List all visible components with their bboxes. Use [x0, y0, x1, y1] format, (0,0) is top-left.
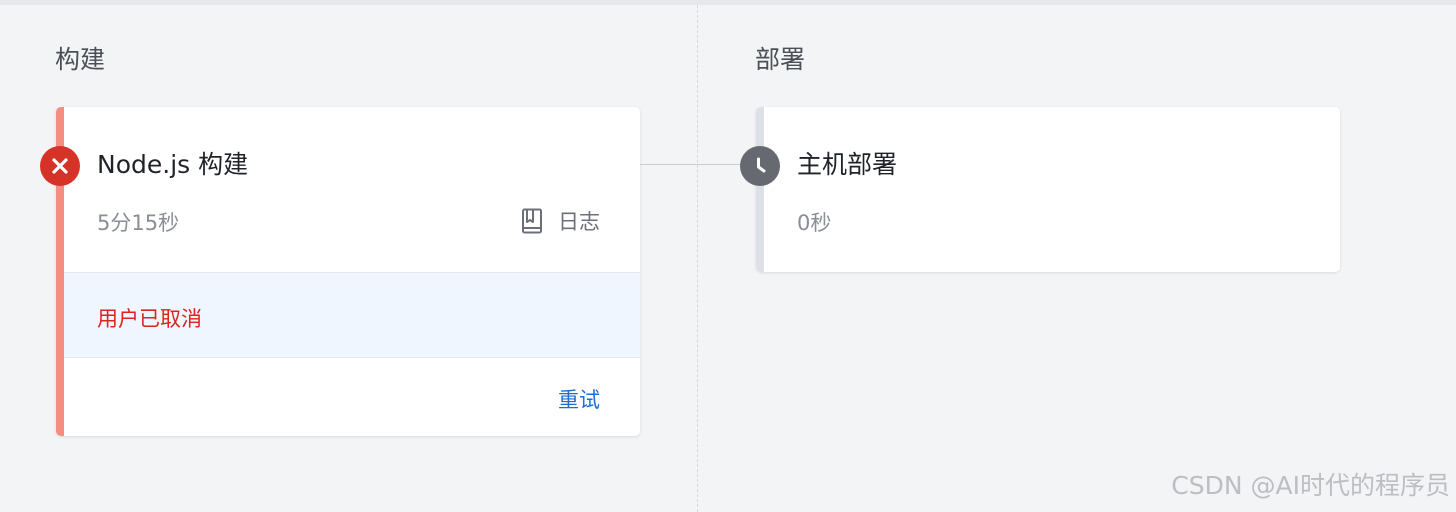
log-link[interactable]: 日志 [521, 206, 600, 236]
job-status-message: 用户已取消 [97, 307, 202, 331]
job-name: 主机部署 [797, 150, 898, 179]
job-duration: 5分15秒 [97, 211, 180, 235]
job-card-build[interactable]: Node.js 构建 5分15秒 日志 用户已取消 重试 [56, 107, 640, 436]
pending-status-badge [740, 146, 780, 186]
job-connector-line [640, 164, 742, 165]
job-status-accent [756, 107, 764, 272]
job-duration: 0秒 [797, 211, 832, 235]
job-status-row: 用户已取消 [64, 272, 640, 358]
watermark-text: CSDN @AI时代的程序员 [1171, 471, 1450, 500]
clock-icon [757, 157, 766, 173]
job-name: Node.js 构建 [97, 150, 249, 179]
top-border [0, 0, 1456, 5]
log-label: 日志 [558, 210, 600, 234]
close-icon [52, 158, 68, 174]
stage-title-build: 构建 [55, 45, 106, 74]
retry-button[interactable]: 重试 [558, 388, 600, 412]
job-status-accent [56, 107, 64, 436]
failed-status-badge [40, 146, 80, 186]
stage-title-deploy: 部署 [755, 45, 806, 74]
book-icon [521, 208, 543, 234]
job-card-deploy[interactable]: 主机部署 0秒 [756, 107, 1340, 272]
stage-divider [697, 5, 698, 512]
